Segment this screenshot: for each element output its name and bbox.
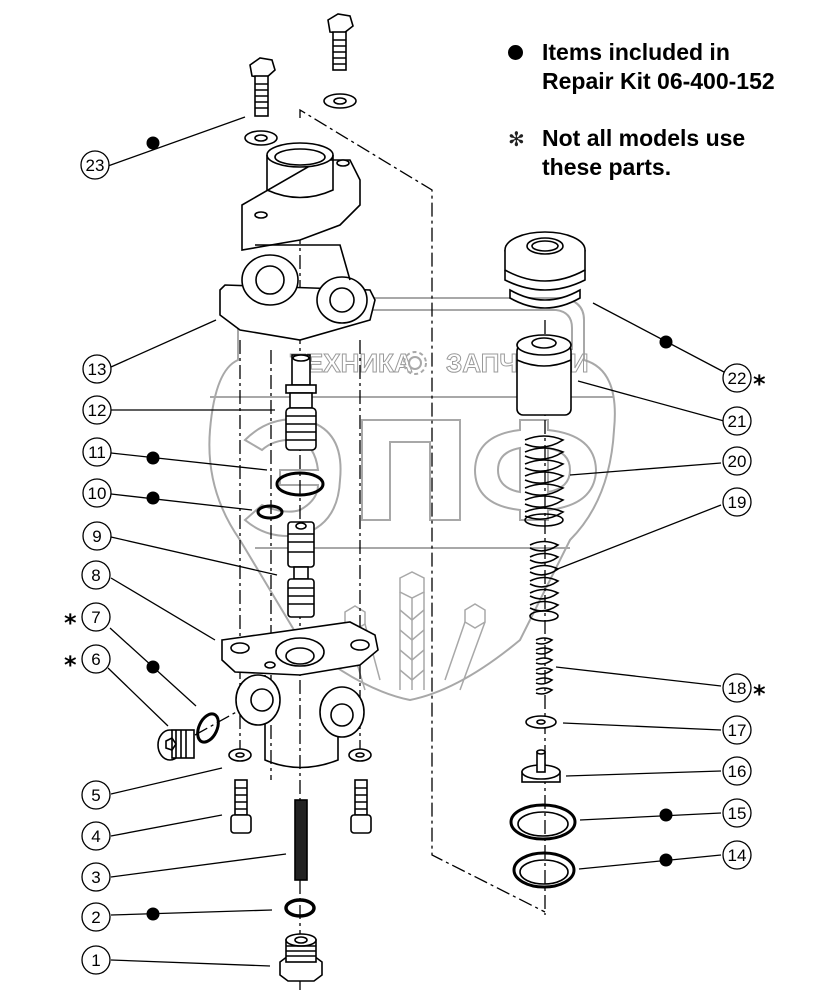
kit-dot-15 xyxy=(659,808,673,822)
callout-bubbles: 23 13 12 11 10 9 8 7 6 5 4 3 2 1 22 21 2… xyxy=(80,150,752,975)
callout-18[interactable]: 18 xyxy=(722,673,752,703)
repair-kit-markers xyxy=(146,136,673,921)
callout-23[interactable]: 23 xyxy=(80,150,110,180)
asterisk-icon: ✻ xyxy=(508,129,525,151)
part-8-lower-body xyxy=(221,621,379,769)
part-15-seal-ring xyxy=(509,803,577,841)
part-19-spring xyxy=(529,540,560,622)
svg-text:13: 13 xyxy=(88,360,107,379)
svg-text:14: 14 xyxy=(728,846,747,865)
part-20-spring xyxy=(524,435,565,527)
svg-text:15: 15 xyxy=(728,804,747,823)
star-7: * xyxy=(64,609,77,637)
svg-text:1: 1 xyxy=(91,951,100,970)
callout-8[interactable]: 8 xyxy=(81,560,111,590)
callout-17[interactable]: 17 xyxy=(722,715,752,745)
callout-4[interactable]: 4 xyxy=(81,821,111,851)
part-14-seal-ring xyxy=(512,851,576,889)
legend-optional-text: Not all models use these parts. xyxy=(542,125,746,180)
gear-icon xyxy=(403,351,427,375)
part-10-o-ring xyxy=(256,504,284,520)
svg-text:10: 10 xyxy=(88,484,107,503)
callout-7[interactable]: 7 xyxy=(81,602,111,632)
legend-repair-kit-text: Items included in Repair Kit 06-400-152 xyxy=(542,39,775,94)
svg-text:20: 20 xyxy=(728,452,747,471)
part-18-spring xyxy=(535,637,554,695)
callout-14[interactable]: 14 xyxy=(722,840,752,870)
part-17-washer xyxy=(525,715,557,729)
part-12-piston xyxy=(285,354,317,451)
kit-dot-22 xyxy=(659,335,673,349)
legend-repair-kit: Items included in Repair Kit 06-400-152 xyxy=(508,38,775,96)
callout-10[interactable]: 10 xyxy=(82,478,112,508)
callout-16[interactable]: 16 xyxy=(722,756,752,786)
part-9-inner-piston xyxy=(287,521,315,618)
svg-text:4: 4 xyxy=(91,827,100,846)
part-3-set-screw xyxy=(294,799,308,881)
legend-optional: ✻ Not all models use these parts. xyxy=(508,124,775,182)
kit-dot-23 xyxy=(146,136,160,150)
part-13-upper-body xyxy=(219,142,376,341)
svg-text:6: 6 xyxy=(91,650,100,669)
watermark-shield-outline xyxy=(208,297,616,702)
svg-text:22: 22 xyxy=(728,369,747,388)
watermark-letter-p xyxy=(361,419,461,521)
callout-5[interactable]: 5 xyxy=(81,780,111,810)
svg-text:3: 3 xyxy=(91,868,100,887)
kit-dot-11 xyxy=(146,451,160,465)
callout-3[interactable]: 3 xyxy=(81,862,111,892)
callout-22[interactable]: 22 xyxy=(722,363,752,393)
callout-2[interactable]: 2 xyxy=(81,902,111,932)
watermark-letter-f xyxy=(473,419,598,521)
kit-dot-2 xyxy=(146,907,160,921)
part-1-hex-plug xyxy=(279,933,323,982)
callout-12[interactable]: 12 xyxy=(82,395,112,425)
part-21-piston-cup xyxy=(516,334,572,416)
part-4-cap-screws xyxy=(230,779,372,834)
callout-11[interactable]: 11 xyxy=(82,437,112,467)
part-2-o-ring xyxy=(284,898,316,918)
optional-markers: * * * * xyxy=(64,370,766,708)
star-18: * xyxy=(753,680,766,708)
callout-20[interactable]: 20 xyxy=(722,446,752,476)
filled-dot-icon xyxy=(508,45,523,60)
parts xyxy=(157,13,586,982)
kit-dot-10 xyxy=(146,491,160,505)
svg-text:11: 11 xyxy=(88,443,106,462)
part-16-valve xyxy=(521,749,561,783)
svg-text:17: 17 xyxy=(728,721,747,740)
part-6-plug xyxy=(157,729,195,761)
part-23-bolts xyxy=(244,13,357,146)
watermark: ТЕХНИКА ЗАПЧАСТИ xyxy=(208,297,616,702)
svg-text:18: 18 xyxy=(728,679,747,698)
part-22-diaphragm xyxy=(504,231,586,309)
svg-text:23: 23 xyxy=(86,156,105,175)
callout-21[interactable]: 21 xyxy=(722,406,752,436)
svg-text:12: 12 xyxy=(88,401,107,420)
svg-text:5: 5 xyxy=(91,786,100,805)
star-22: * xyxy=(753,370,766,398)
svg-text:16: 16 xyxy=(728,762,747,781)
callout-15[interactable]: 15 xyxy=(722,798,752,828)
legend: Items included in Repair Kit 06-400-152 … xyxy=(508,38,775,182)
svg-text:21: 21 xyxy=(728,412,747,431)
part-11-o-ring xyxy=(275,471,325,497)
callout-19[interactable]: 19 xyxy=(722,487,752,517)
svg-text:7: 7 xyxy=(91,608,100,627)
part-7-o-ring xyxy=(196,712,220,744)
svg-text:19: 19 xyxy=(728,493,747,512)
svg-text:2: 2 xyxy=(91,908,100,927)
star-6: * xyxy=(64,651,77,679)
kit-dot-14 xyxy=(659,853,673,867)
leader-lines xyxy=(107,116,725,967)
kit-dot-7 xyxy=(146,660,160,674)
callout-9[interactable]: 9 xyxy=(82,521,112,551)
callout-13[interactable]: 13 xyxy=(82,354,112,384)
svg-text:8: 8 xyxy=(91,566,100,585)
callout-1[interactable]: 1 xyxy=(81,945,111,975)
callout-6[interactable]: 6 xyxy=(81,644,111,674)
svg-text:9: 9 xyxy=(92,527,101,546)
part-5-washers xyxy=(228,748,372,762)
